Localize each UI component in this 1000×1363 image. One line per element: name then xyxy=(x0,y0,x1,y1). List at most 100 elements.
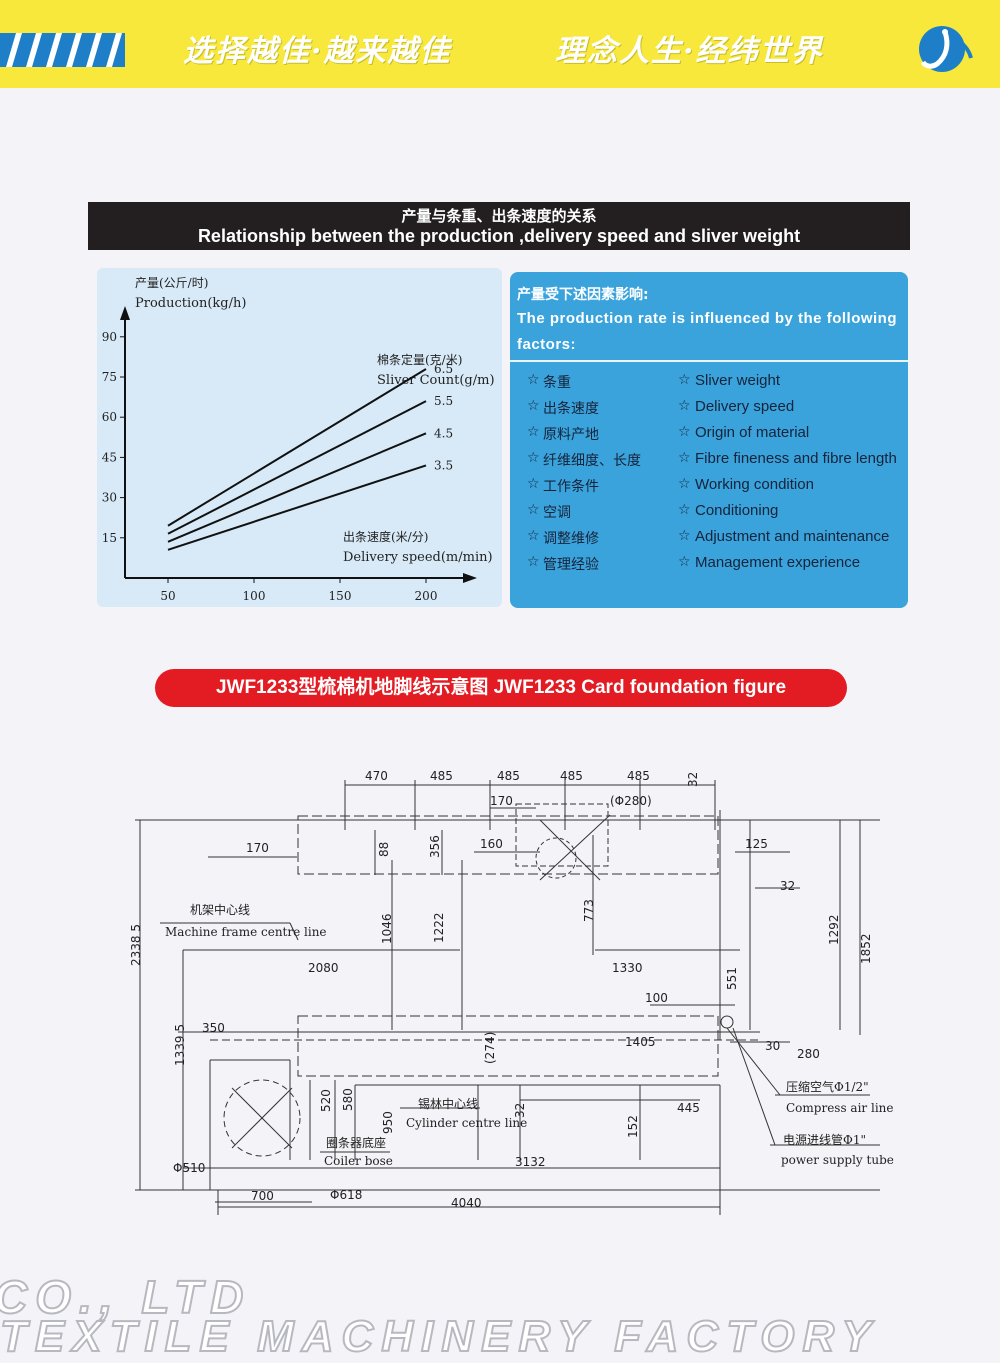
dim-485: 485 xyxy=(560,769,583,783)
factor-item: ☆ 条重 ☆ Sliver weight xyxy=(510,372,908,396)
star-icon: ☆ xyxy=(527,398,540,414)
x-axis-label-en: Delivery speed(m/min) xyxy=(343,550,493,565)
foundation-title: JWF1233型梳棉机地脚线示意图 JWF1233 Card foundatio… xyxy=(155,669,847,707)
dim-1222: 1222 xyxy=(432,912,446,943)
x-tick-label: 200 xyxy=(415,589,438,603)
y-tick-label: 60 xyxy=(102,410,117,424)
dim-950: 950 xyxy=(381,1111,395,1134)
factors-panel: 产量受下述因素影响: The production rate is influe… xyxy=(510,272,908,608)
y-tick-label: 90 xyxy=(102,330,117,344)
dim-485: 485 xyxy=(627,769,650,783)
y-tick-label: 45 xyxy=(102,450,117,464)
frame-centre-label-en: Machine frame centre line xyxy=(165,925,327,939)
footer-company-suffix: CO., LTD xyxy=(0,1270,252,1324)
dim-170-top: 170 xyxy=(490,794,513,808)
factor-cn: 出条速度 xyxy=(543,401,599,417)
factor-item: ☆ 纤维细度、长度 ☆ Fibre fineness and fibre len… xyxy=(510,450,908,474)
dim-32-center: 32 xyxy=(513,1103,527,1118)
dim-520: 520 xyxy=(319,1089,333,1112)
star-icon: ☆ xyxy=(678,450,691,466)
factor-en: Management experience xyxy=(695,554,861,571)
slogan-right: 理念人生·经纬世界 xyxy=(555,34,824,69)
section-title-en: Relationship between the production ,del… xyxy=(197,226,801,246)
factor-en: Fibre fineness and fibre length xyxy=(695,450,897,467)
star-icon: ☆ xyxy=(678,476,691,492)
factor-cn: 管理经验 xyxy=(543,557,599,573)
factor-cn: 原料产地 xyxy=(543,427,599,443)
frame-centre-label-cn: 机架中心线 xyxy=(190,902,250,917)
series-label: 4.5 xyxy=(434,426,453,440)
series-line xyxy=(167,464,427,551)
dim-phi280: (Φ280) xyxy=(610,794,652,808)
star-icon: ☆ xyxy=(678,372,691,388)
x-tick-label: 50 xyxy=(160,589,175,603)
dim-170-left: 170 xyxy=(246,841,269,855)
y-axis-label-cn: 产量(公斤/时) xyxy=(135,276,208,290)
company-logo xyxy=(919,26,973,72)
x-axis-label-cn: 出条速度(米/分) xyxy=(343,529,428,544)
cylinder-centre-label-cn: 锡林中心线 xyxy=(418,1096,478,1111)
y-tick-label: 30 xyxy=(102,491,117,505)
star-icon: ☆ xyxy=(527,476,540,492)
star-icon: ☆ xyxy=(527,528,540,544)
foundation-diagram: 470 485 485 485 485 32 170 (Φ280) 170 88… xyxy=(129,769,894,1215)
factor-en: Sliver weight xyxy=(695,372,781,389)
dim-1405: 1405 xyxy=(625,1035,656,1049)
legend-title-en: Sliver Count(g/m) xyxy=(377,373,495,388)
dim-773: 773 xyxy=(582,899,596,922)
dim-32-top: 32 xyxy=(686,772,700,787)
star-icon: ☆ xyxy=(527,502,540,518)
dim-485: 485 xyxy=(430,769,453,783)
coiler-base-label-en: Coiler bose xyxy=(324,1154,393,1168)
section-header: 产量与条重、出条速度的关系 Relationship between the p… xyxy=(88,202,910,250)
y-tick-label: 75 xyxy=(102,370,117,384)
factor-cn: 条重 xyxy=(543,375,571,391)
factor-cn: 纤维细度、长度 xyxy=(543,453,641,469)
dim-1339: 1339 5 xyxy=(173,1024,187,1066)
factors-heading-cn: 产量受下述因素影响: xyxy=(517,287,649,303)
dim-125: 125 xyxy=(745,837,768,851)
dim-350: 350 xyxy=(202,1021,225,1035)
dim-32-right: 32 xyxy=(780,879,795,893)
air-line-label-cn: 压缩空气Φ1/2" xyxy=(786,1079,869,1094)
series-line xyxy=(167,368,427,527)
factor-item: ☆ 原料产地 ☆ Origin of material xyxy=(510,424,908,448)
dim-phi510: Φ510 xyxy=(173,1161,205,1175)
star-icon: ☆ xyxy=(678,502,691,518)
star-icon: ☆ xyxy=(527,372,540,388)
factors-divider xyxy=(510,360,908,362)
power-tube-label-cn: 电源进线管Φ1" xyxy=(783,1132,866,1147)
star-icon: ☆ xyxy=(678,398,691,414)
star-icon: ☆ xyxy=(527,450,540,466)
dim-phi618: Φ618 xyxy=(330,1188,362,1202)
coiler-base-label-cn: 圈条器底座 xyxy=(326,1135,386,1150)
dim-1330: 1330 xyxy=(612,961,643,975)
dim-700: 700 xyxy=(251,1189,274,1203)
star-icon: ☆ xyxy=(527,554,540,570)
dim-2338: 2338 5 xyxy=(129,924,143,966)
dim-160: 160 xyxy=(480,837,503,851)
dim-152: 152 xyxy=(626,1115,640,1138)
dim-3132: 3132 xyxy=(515,1155,546,1169)
factor-item: ☆ 管理经验 ☆ Management experience xyxy=(510,554,908,578)
dim-1046: 1046 xyxy=(380,913,394,944)
y-tick-label: 15 xyxy=(102,531,117,545)
legend-title-cn: 棉条定量(克/米) xyxy=(377,352,462,367)
production-chart-panel: 产量(公斤/时) Production(kg/h) 棉条定量(克/米) Sliv… xyxy=(97,268,502,607)
series-line xyxy=(167,400,427,535)
dim-485: 485 xyxy=(497,769,520,783)
power-tube-label-en: power supply tube xyxy=(781,1153,894,1167)
dim-30: 30 xyxy=(765,1039,780,1053)
factor-en: Working condition xyxy=(695,476,814,493)
y-axis-label-en: Production(kg/h) xyxy=(135,296,246,311)
star-icon: ☆ xyxy=(678,554,691,570)
section-title-cn: 产量与条重、出条速度的关系 xyxy=(401,207,597,225)
series-line xyxy=(167,432,427,543)
dim-274: (274) xyxy=(483,1032,497,1064)
series-label: 6.5 xyxy=(434,362,453,376)
series-label: 3.5 xyxy=(434,458,453,472)
factor-cn: 调整维修 xyxy=(543,531,599,547)
factor-item: ☆ 空调 ☆ Conditioning xyxy=(510,502,908,526)
factor-en: Delivery speed xyxy=(695,398,795,415)
factor-en: Origin of material xyxy=(695,424,810,441)
